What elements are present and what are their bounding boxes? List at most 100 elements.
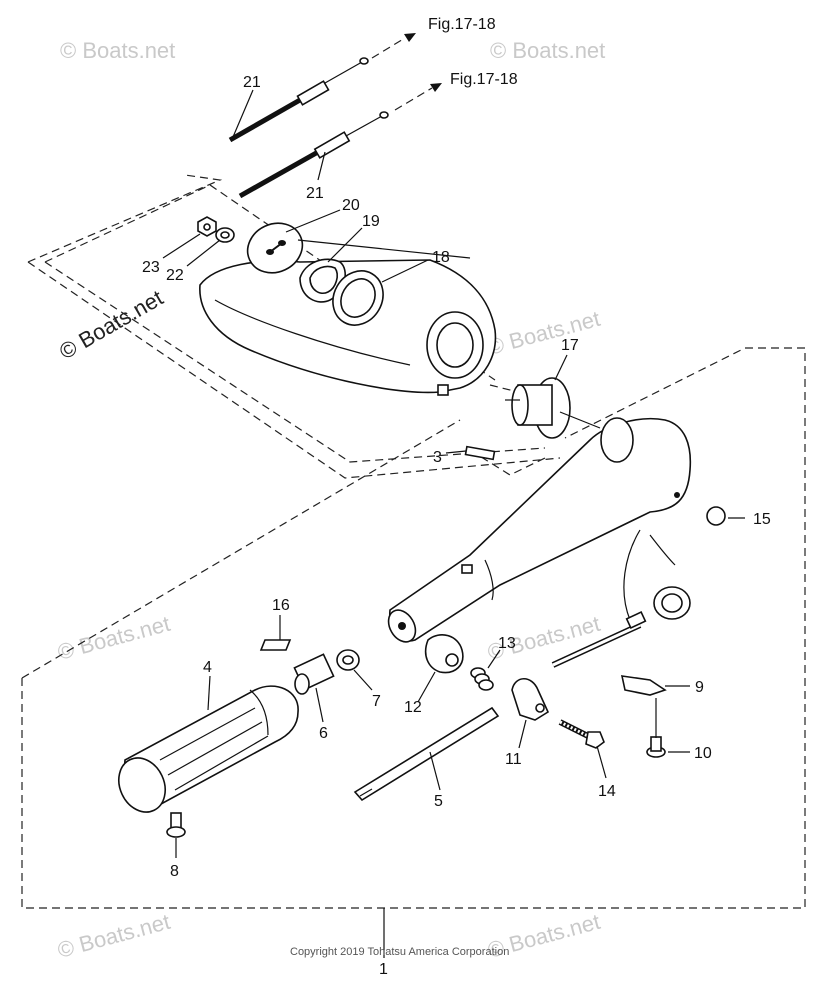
stud-3-body [464,445,496,461]
seal-18-inner [340,278,376,318]
collar-7 [336,649,360,671]
leader-6 [315,687,324,723]
clamp-11-body [511,677,550,721]
callout-14: 14 [598,783,616,800]
seal-18 [332,270,384,326]
screw-8 [166,812,186,838]
callout-20: 20 [342,197,360,214]
callout-16: 16 [272,597,290,614]
leader-20-to-18 [297,239,471,259]
cam-12 [424,634,464,674]
grip-4-collar [249,689,269,736]
bolt-14 [558,719,605,749]
label-16 [259,639,292,651]
spring-13-coil-3 [478,679,494,691]
stop-switch [551,529,691,668]
leader-20 [285,209,341,233]
watermark-top-right: © Boats.net [490,38,605,63]
leader-11 [518,719,527,749]
cam-12-body [424,634,464,674]
watermark-prominent: © Boats.net [55,285,167,364]
leader-3 [445,450,467,454]
leader-18 [381,259,429,283]
housing-tab [437,384,449,396]
screw-10 [646,736,666,758]
switch-cord-a [623,529,641,621]
leader-12 [417,671,436,703]
fig-ref-top: Fig.17-18 [428,16,496,33]
throttle-rod-highlight [552,623,641,667]
cable-21a-rod [324,61,363,84]
throttle-cable-lower [238,111,389,199]
shaft-5 [353,706,500,802]
cable-21a-end [359,57,369,65]
cable-21a-fitting [296,80,330,106]
stud-3 [464,445,496,461]
leader-13 [487,649,501,669]
tiller-arm-end-hole [398,622,406,630]
shaft-5-slot [359,788,373,797]
grip-4-cap [118,757,166,813]
watermark-mid-right: © Boats.net [485,306,603,360]
plate-20-slot [269,242,283,253]
plug-15-body [706,506,726,526]
tiller-arm-head [600,417,634,463]
upper-dashed-inner [44,184,496,381]
clamp-11 [511,677,550,721]
leader-17 [554,354,568,381]
callout-15: 15 [753,511,771,528]
watermark-bottom-left: © Boats.net [55,909,173,963]
housing-rib [214,299,411,366]
callout-8: 8 [170,863,179,880]
label-16-body [259,639,292,651]
callout-19: 19 [362,213,380,230]
fig-ref-mid: Fig.17-18 [450,71,518,88]
watermarks: © Boats.net © Boats.net © Boats.net © Bo… [55,38,605,963]
screw-10-shank [650,736,662,752]
fig-arrow-top-head [404,33,416,42]
grip-4-rib-2 [167,721,263,776]
switch-cord-b [649,534,676,566]
bearing-17-face [511,384,529,426]
callout-21a: 21 [243,74,261,91]
washer-and-nut [197,216,235,243]
plug-15 [706,506,726,526]
leader-4 [207,675,211,711]
cable-21b-end [379,111,389,119]
bushing-6 [293,653,335,695]
watermark-top-left: © Boats.net [60,38,175,63]
shaft-5-body [353,706,500,802]
copyright-notice: Copyright 2019 Tohatsu America Corporati… [290,946,509,958]
callout-11: 11 [505,751,522,768]
housing-port-inner [436,322,474,368]
callout-23: 23 [142,259,160,276]
bearing-17 [505,377,601,439]
cable-21a-body [228,97,302,143]
fig-arrow-top-line [371,37,406,59]
watermark-mid-left: © Boats.net [55,611,173,665]
grip-4-rib-3 [174,735,269,791]
callout-17: 17 [561,337,579,354]
clip-9 [620,675,667,696]
fig-arrow-mid-head [430,83,442,92]
gasket-19-inner [309,265,338,294]
bolt-14-head [585,731,605,749]
callout-4: 4 [203,659,212,676]
tiller-arm-hole [674,492,680,498]
leader-23 [162,233,201,259]
fig-arrow-mid-line [394,87,433,111]
grip-4-rib-1 [159,707,256,761]
grip-4 [118,685,299,813]
callout-1: 1 [379,961,388,978]
callout-12: 12 [404,699,422,716]
nut-23-hole [203,223,211,231]
cable-plate [246,222,304,274]
main-assembly-diagonal [21,419,461,679]
callout-13: 13 [498,635,516,652]
leader-22 [186,239,221,267]
cam-12-hub [445,653,459,667]
upper-dashed-left [27,174,223,263]
throttle-rod-fitting [625,611,647,629]
leader-21a [232,89,254,138]
